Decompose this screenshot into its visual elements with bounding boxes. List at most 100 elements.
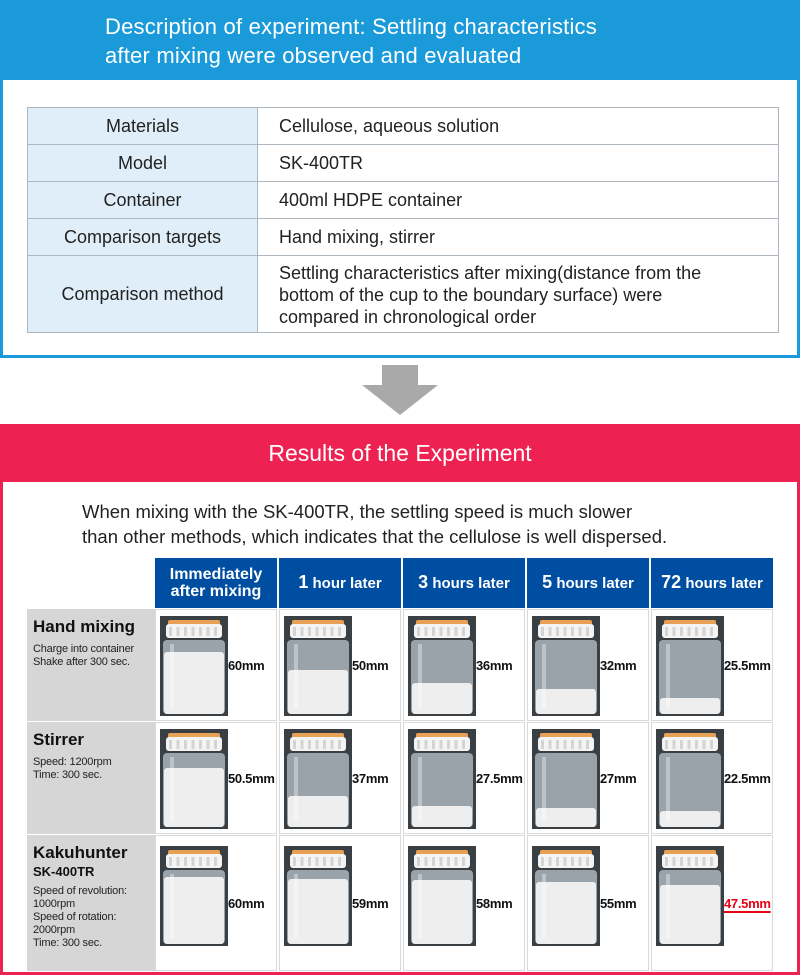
jar-sediment xyxy=(660,811,720,827)
sample-jar-icon xyxy=(284,616,352,716)
jar-cap-ridge xyxy=(702,627,706,636)
settling-distance: 59mm xyxy=(352,895,389,911)
results-header: Results of the Experiment xyxy=(0,424,800,482)
sample-jar-icon xyxy=(656,616,724,716)
jar-glass xyxy=(659,753,721,827)
row-label-subtitle: SK-400TR xyxy=(33,864,95,879)
result-cell: 22.5mm xyxy=(651,722,773,834)
sample-jar-icon xyxy=(408,616,476,716)
column-header-label: hours later xyxy=(681,575,763,592)
jar-cap-ridge xyxy=(665,627,668,636)
sample-jar-icon xyxy=(284,729,352,829)
jar-cap-ridge xyxy=(571,857,574,866)
result-cell: 47.5mm xyxy=(651,835,773,971)
settling-distance: 27.5mm xyxy=(476,770,523,786)
jar-cap-ridge xyxy=(191,627,195,636)
jar-cap-ridge xyxy=(330,740,334,749)
jar-cap-ridge xyxy=(586,627,589,636)
column-header-label: hours later xyxy=(428,575,510,592)
jar-cap-ridge xyxy=(214,857,217,866)
experiment-box: Materials Cellulose, aqueous solution Mo… xyxy=(0,80,800,358)
experiment-title-line2: after mixing were observed and evaluated xyxy=(105,43,522,68)
result-cell: 37mm xyxy=(279,722,401,834)
jar-cap-ridge xyxy=(308,740,311,749)
spec-value-line: bottom of the cup to the boundary surfac… xyxy=(279,285,663,305)
jar-cap-ridge xyxy=(338,857,341,866)
jar-cap-ridge xyxy=(556,857,559,866)
jar-cap-ridge xyxy=(672,740,676,749)
jar-highlight xyxy=(170,644,174,708)
row-label-title: Hand mixing xyxy=(33,617,136,636)
jar-cap-ridge xyxy=(541,740,544,749)
settling-distance: 50mm xyxy=(352,657,389,673)
jar-sediment xyxy=(412,880,472,944)
result-cell: 50.5mm xyxy=(155,722,277,834)
spec-row-materials: Materials Cellulose, aqueous solution xyxy=(27,107,779,145)
column-header: 5 hours later xyxy=(527,558,649,608)
spec-table: Materials Cellulose, aqueous solution Mo… xyxy=(27,107,779,333)
spec-row-comparison-targets: Comparison targets Hand mixing, stirrer xyxy=(27,218,779,256)
jar-cap-ridge xyxy=(563,740,567,749)
experiment-title-line1: Description of experiment: Settling char… xyxy=(105,14,597,39)
jar-cap-ridge xyxy=(462,857,465,866)
jar-cap-ridge xyxy=(184,857,187,866)
row-label-description-line: Charge into container xyxy=(33,643,134,655)
column-header: 72 hours later xyxy=(651,558,773,608)
jar-sediment xyxy=(536,808,596,827)
settling-distance: 58mm xyxy=(476,895,513,911)
jar-highlight xyxy=(542,874,546,938)
jar-cap-ridge xyxy=(330,857,334,866)
result-cell: 59mm xyxy=(279,835,401,971)
jar-cap-ridge xyxy=(424,627,428,636)
settling-distance: 37mm xyxy=(352,770,389,786)
jar-cap-ridge xyxy=(571,740,574,749)
column-header-number: 3 xyxy=(418,572,429,592)
jar-highlight xyxy=(170,874,174,938)
column-header-line: Immediately xyxy=(169,566,263,583)
jar-cap-ridge xyxy=(680,740,683,749)
results-box: When mixing with the SK-400TR, the settl… xyxy=(0,482,800,975)
row-label-description-line: 2000rpm xyxy=(33,924,76,936)
jar-cap-ridge xyxy=(454,740,458,749)
jar-cap-ridge xyxy=(176,740,180,749)
spec-value: 400ml HDPE container xyxy=(257,181,779,219)
jar-glass xyxy=(659,640,721,714)
jar-cap-ridge xyxy=(454,857,458,866)
jar-cap-ridge xyxy=(695,627,698,636)
jar-cap-ridge xyxy=(432,857,435,866)
row-label-description-line: 1000rpm xyxy=(33,898,76,910)
row-label-title: Stirrer xyxy=(33,730,85,749)
jar-sediment xyxy=(288,670,348,714)
jar-cap-ridge xyxy=(417,627,420,636)
jar-cap-ridge xyxy=(300,627,304,636)
jar-cap-ridge xyxy=(586,857,589,866)
jar-cap-ridge xyxy=(571,627,574,636)
column-header-label: hours later xyxy=(552,575,634,592)
spec-value-line: compared in chronological order xyxy=(279,307,537,327)
jar-cap-ridge xyxy=(687,857,691,866)
spec-label: Materials xyxy=(27,107,258,145)
jar-cap-ridge xyxy=(199,857,202,866)
jar-cap-ridge xyxy=(541,627,544,636)
settling-distance: 55mm xyxy=(600,895,637,911)
jar-highlight xyxy=(294,757,298,821)
jar-cap-ridge xyxy=(563,857,567,866)
settling-distance: 60mm xyxy=(228,895,265,911)
spec-value: Cellulose, aqueous solution xyxy=(257,107,779,145)
jar-highlight xyxy=(666,644,670,708)
jar-highlight xyxy=(418,644,422,708)
jar-cap-ridge xyxy=(695,857,698,866)
result-cell: 58mm xyxy=(403,835,525,971)
spec-value-line: Settling characteristics after mixing(di… xyxy=(279,263,702,283)
spec-label: Comparison targets xyxy=(27,218,258,256)
jar-cap-ridge xyxy=(308,857,311,866)
sample-jar-icon xyxy=(284,846,352,946)
row-label-description-line: Speed: 1200rpm xyxy=(33,756,112,768)
jar-cap-ridge xyxy=(338,627,341,636)
result-cell: 27mm xyxy=(527,722,649,834)
jar-cap-ridge xyxy=(169,627,172,636)
result-cell: 60mm xyxy=(155,835,277,971)
sample-jar-icon xyxy=(532,729,600,829)
